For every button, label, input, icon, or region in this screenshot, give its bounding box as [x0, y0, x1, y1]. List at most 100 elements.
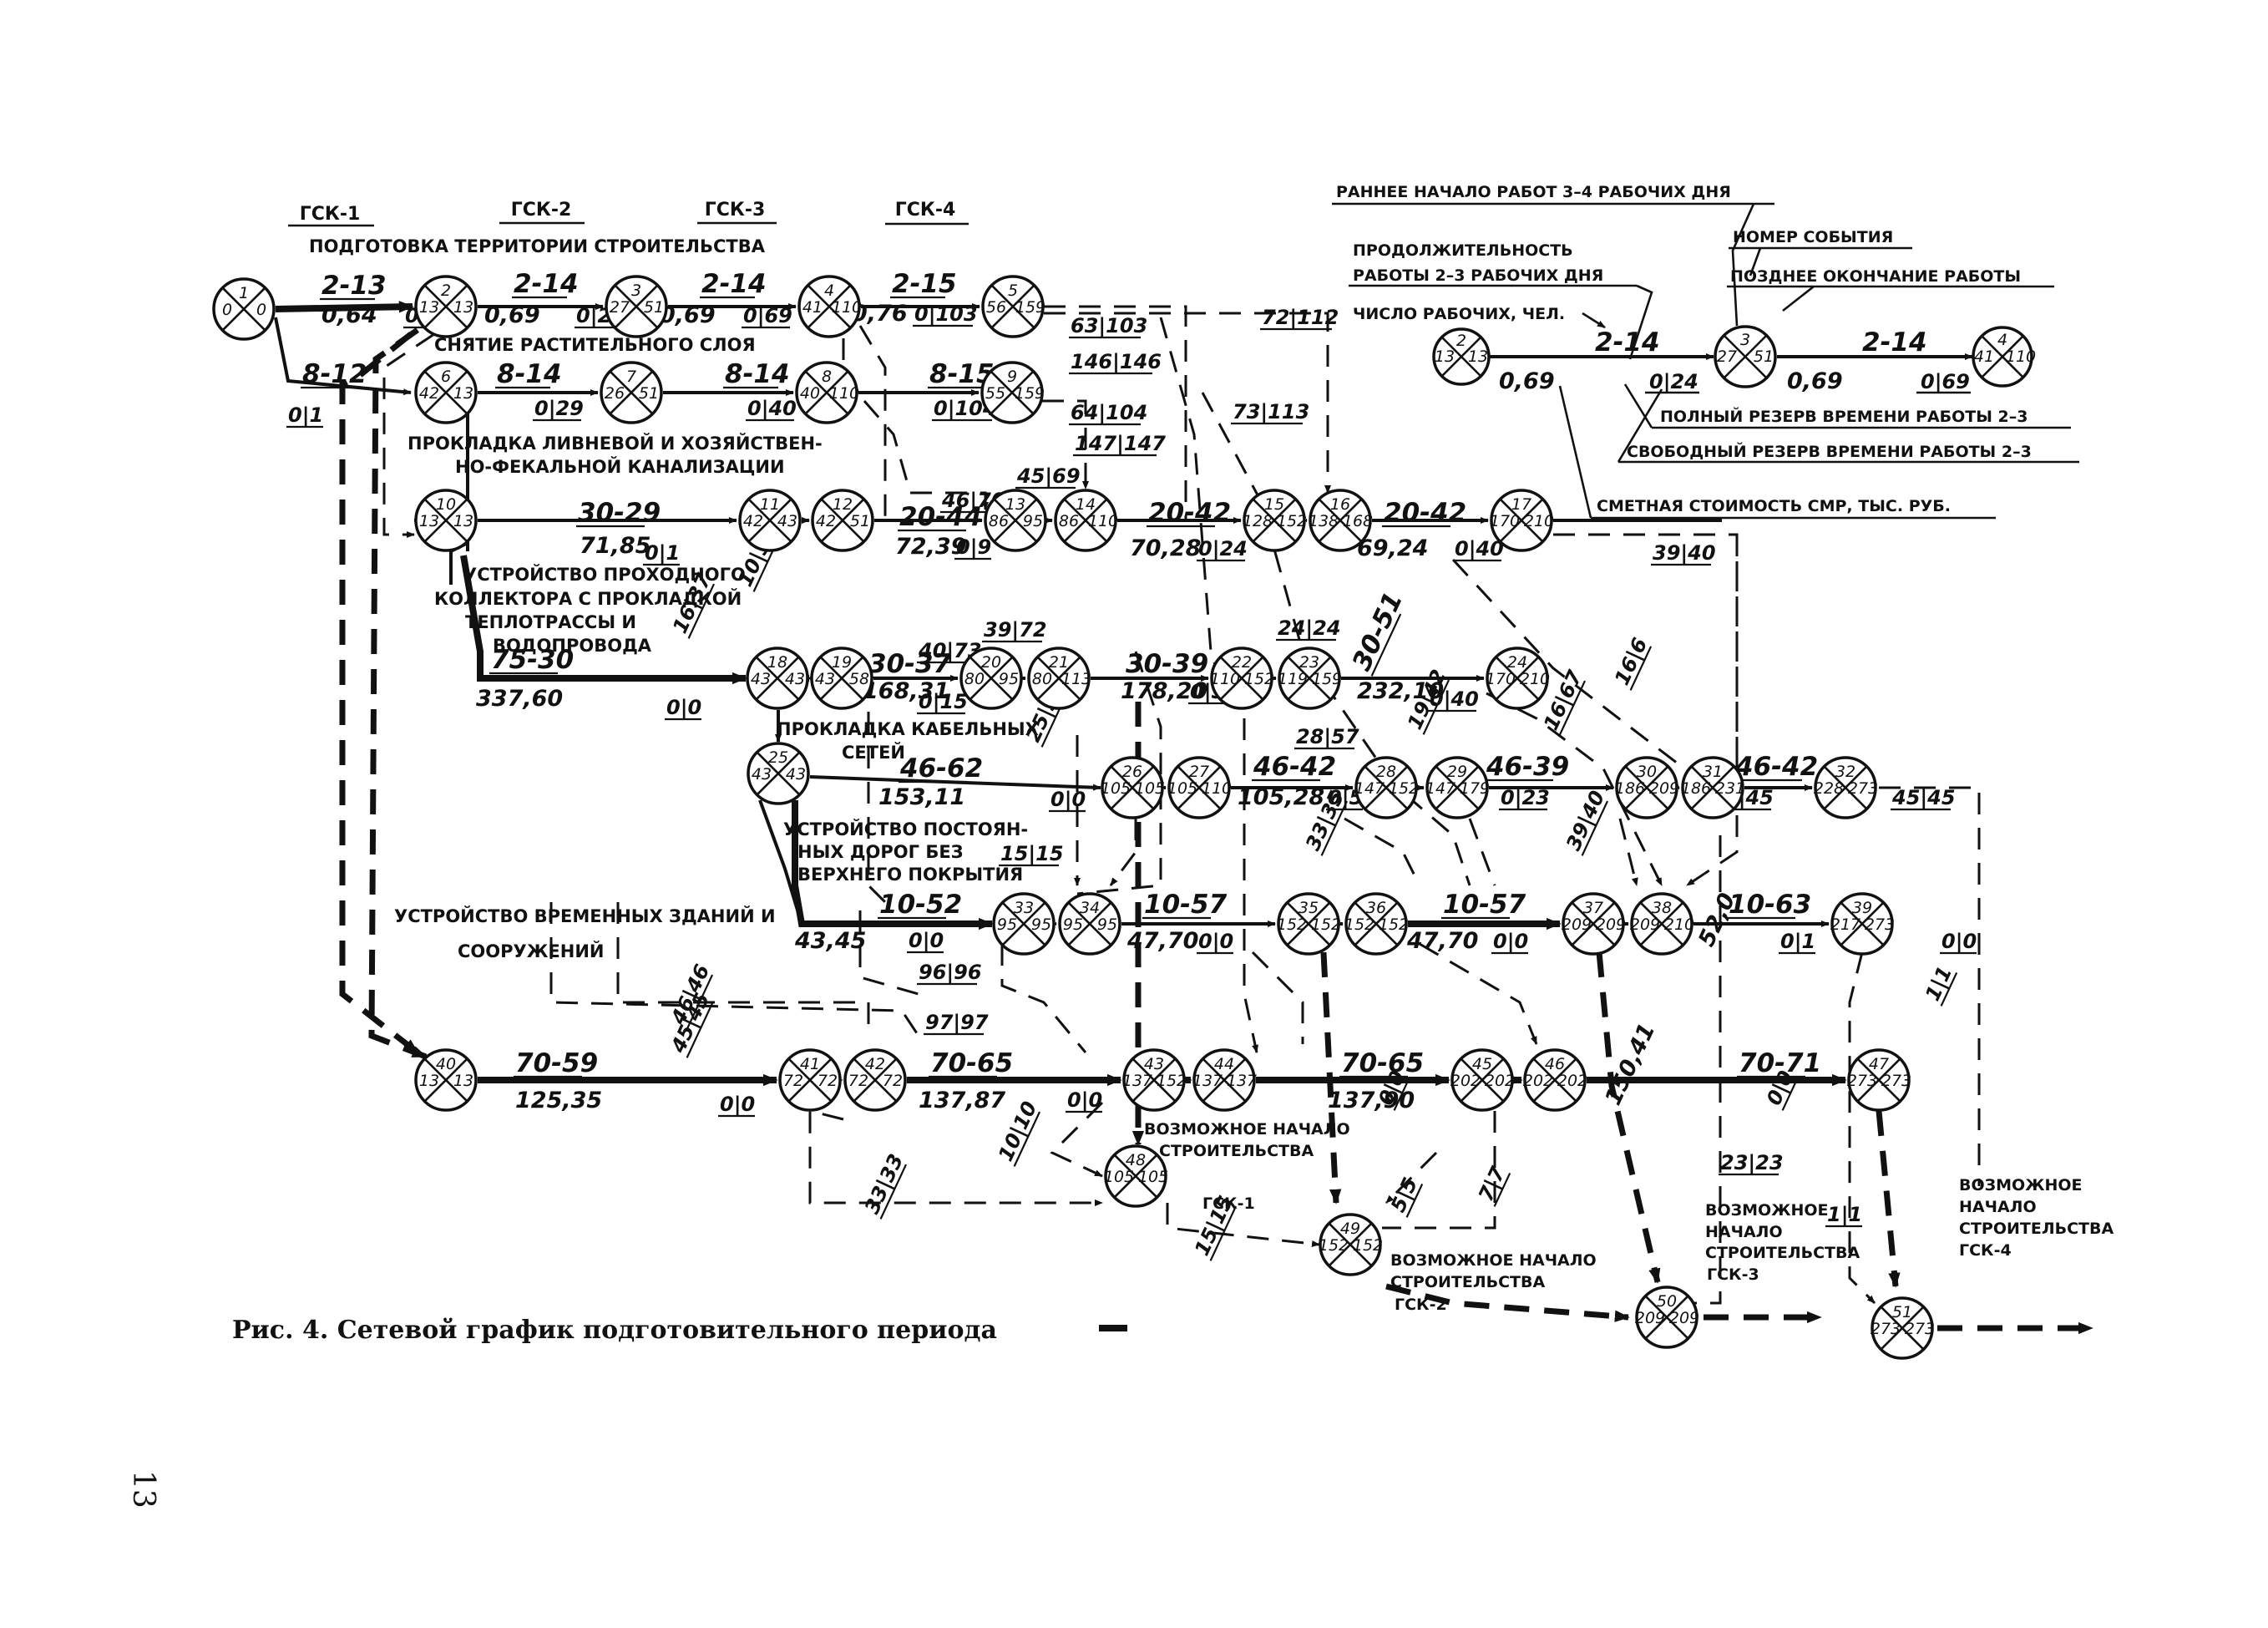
legend-text: РАБОТЫ 2–3 РАБОЧИХ ДНЯ [1353, 266, 1603, 285]
work-caption: УСТРОЙСТВО ВРЕМЕННЫХ ЗДАНИЙ И [394, 905, 776, 926]
event-late: 179 [1460, 779, 1490, 798]
event-early: 228 [1814, 779, 1844, 798]
work-caption: ВОДОПРОВОДА [493, 636, 652, 656]
activity-label: 0|15 [919, 690, 968, 713]
activity-label: 46-42 [1253, 752, 1336, 782]
activity-label: 337,60 [476, 686, 563, 712]
event-number: 33 [1014, 899, 1034, 917]
legend-sample: 0|69 [1921, 370, 1970, 393]
event-early: 105 [1167, 779, 1197, 798]
activity-label: 0,64 [321, 302, 377, 328]
work-caption: УСТРОЙСТВО ПОСТОЯН- [783, 819, 1028, 839]
event-early: 27 [610, 298, 630, 317]
svg-text:27: 27 [1717, 347, 1737, 366]
activity-label: 70,28 [1130, 535, 1201, 561]
activity-label: 46-42 [1734, 752, 1818, 782]
event-number: 19 [832, 653, 852, 672]
legend-event: 2 13 13 [1432, 327, 1491, 386]
event-number: 29 [1447, 763, 1467, 781]
activity-label: 30-37 [868, 649, 952, 679]
activity-label: 0,76 [852, 301, 908, 327]
page-number: 13 [126, 1470, 160, 1509]
event-early: 105 [1101, 779, 1131, 798]
work-caption: ВОЗМОЖНОЕ НАЧАЛО [1144, 1120, 1350, 1139]
event-early: 138 [1309, 512, 1339, 530]
activity-label: 1|1 [1827, 1203, 1862, 1226]
event-late: 43 [786, 765, 806, 784]
dependency-arrow [339, 332, 420, 1055]
figure-caption: Рис. 4. Сетевой график подготовительного… [232, 1316, 997, 1345]
dependency-arrow [863, 400, 989, 510]
activity-label: 39|40 [1653, 541, 1716, 565]
activity-label: 0|0 [1493, 930, 1528, 953]
dependency-arrow [1382, 1111, 1496, 1230]
event-number: 28 [1376, 763, 1396, 781]
dependency-arrow [382, 332, 435, 538]
event-early: 86 [1059, 512, 1079, 530]
event-early: 152 [1277, 915, 1307, 934]
event-late: 152 [1353, 1236, 1383, 1255]
event-early: 40 [800, 384, 820, 403]
dependency-arrow [1076, 651, 1162, 895]
dependency-arrow [1044, 305, 1187, 520]
event-early: 152 [1344, 915, 1374, 934]
activity-label: 0|40 [1430, 687, 1479, 711]
activity-label: 46-62 [899, 753, 983, 784]
activity-label: 10-52 [879, 890, 962, 920]
gsk-header: ГСК-1 [300, 204, 361, 225]
activity-label: 0|69 [743, 304, 792, 327]
gsk-header: ГСК-2 [511, 200, 572, 221]
activity-arrow [460, 555, 747, 685]
event-late: 152 [1379, 915, 1409, 934]
event-number: 1 [239, 284, 249, 302]
work-caption: ТЕПЛОТРАССЫ И [465, 612, 636, 632]
event-early: 41 [802, 298, 823, 317]
activity-label: 70-65 [930, 1048, 1013, 1078]
activity-label: 0|9 [956, 535, 991, 559]
svg-text:4: 4 [1997, 331, 2007, 349]
activity-label: 20-42 [1384, 498, 1466, 528]
legend-text: ПОЛНЫЙ РЕЗЕРВ ВРЕМЕНИ РАБОТЫ 2–3 [1660, 407, 2028, 426]
dependency-arrow [1044, 312, 1331, 494]
event-late: 72 [883, 1072, 903, 1090]
event-number: 40 [436, 1055, 456, 1073]
event-early: 170 [1486, 670, 1516, 688]
legend-text: СМЕТНАЯ СТОИМОСТЬ СМР, ТЫС. РУБ. [1597, 497, 1951, 515]
event-late: 152 [1277, 512, 1307, 530]
event-early: 95 [1063, 915, 1083, 934]
activity-label: 63|103 [1071, 314, 1147, 337]
activity-label: 2-15 [892, 269, 957, 299]
activity-label: 0|23 [1501, 786, 1550, 809]
event-early: 72 [783, 1072, 803, 1090]
activity-label: 10-57 [1144, 890, 1228, 920]
legend-text: ЧИСЛО РАБОЧИХ, ЧЕЛ. [1353, 305, 1565, 323]
event-late: 110 [829, 384, 859, 403]
activity-label: 64|104 [1071, 401, 1147, 424]
event-early: 42 [419, 384, 439, 403]
activity-label: 16|6 [1610, 634, 1652, 688]
event-early: 26 [605, 384, 625, 403]
label-underline [879, 1164, 908, 1220]
event-number: 13 [1005, 495, 1025, 514]
activity-label: 0|29 [534, 397, 584, 420]
activity-label: 70-59 [515, 1048, 598, 1078]
event-late: 202 [1485, 1072, 1515, 1090]
legend-text: ПОЗДНЕЕ ОКОНЧАНИЕ РАБОТЫ [1730, 267, 2021, 286]
work-caption: СЕТЕЙ [842, 742, 905, 763]
event-late: 51 [639, 384, 659, 403]
label-underline [1940, 972, 1958, 1007]
event-number: 38 [1652, 899, 1672, 917]
event-late: 231 [1715, 779, 1745, 798]
